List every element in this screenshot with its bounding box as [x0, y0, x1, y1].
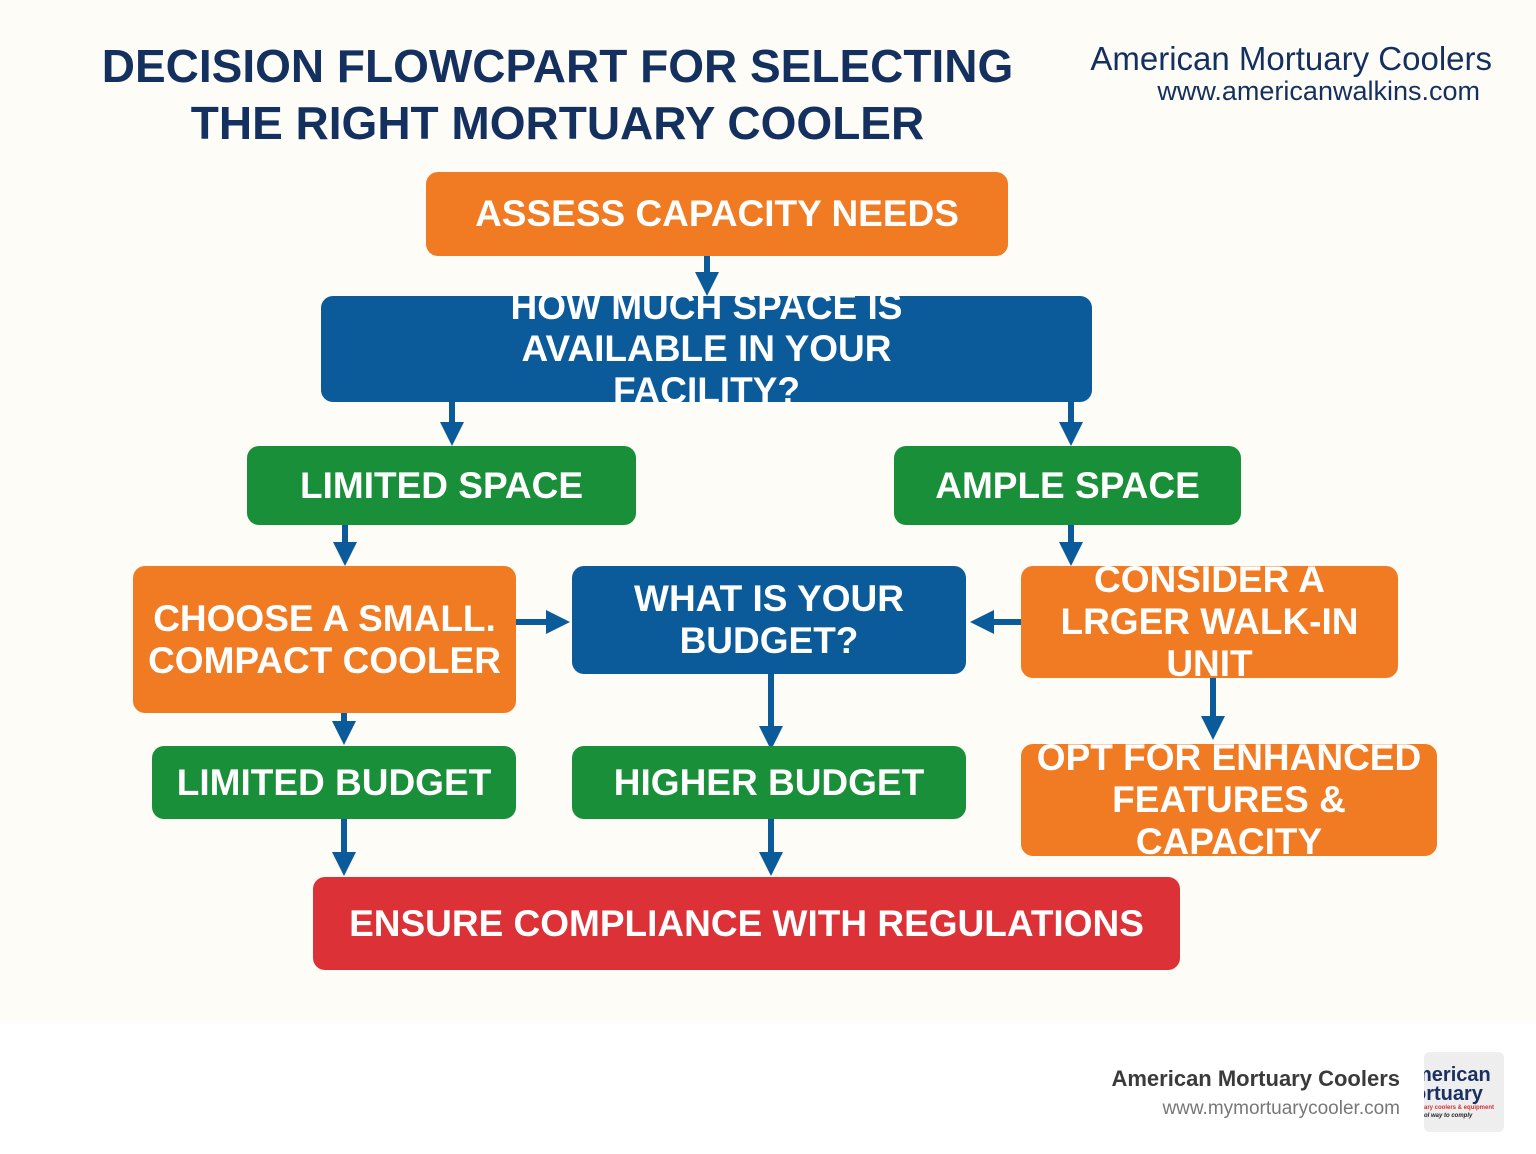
node-limited-budget: LIMITED BUDGET [152, 746, 516, 819]
node-limited-space: LIMITED SPACE [247, 446, 636, 525]
node-walk-in-unit: CONSIDER A LRGER WALK-IN UNIT [1021, 559, 1398, 684]
brand: American Mortuary Coolers www.americanwa… [1090, 40, 1492, 107]
node-budget-question: WHAT IS YOUR BUDGET? [572, 566, 966, 674]
node-space-question: HOW MUCH SPACE IS AVAILABLE IN YOUR FACI… [321, 286, 1092, 411]
node-higher-budget: HIGHER BUDGET [572, 746, 966, 819]
node-assess-capacity: ASSESS CAPACITY NEEDS [426, 172, 1008, 256]
company-logo: mericanortuary ary coolers & equipmentol… [1424, 1052, 1504, 1132]
brand-name: American Mortuary Coolers [1090, 40, 1492, 77]
node-compact-cooler: CHOOSE A SMALL. COMPACT COOLER [133, 566, 516, 713]
connector-arrows [332, 256, 1225, 876]
node-enhanced-features: OPT FOR ENHANCED FEATURES & CAPACITY [1021, 737, 1437, 862]
footer: American Mortuary Coolers www.mymortuary… [0, 1022, 1536, 1154]
footer-company-name: American Mortuary Coolers [1111, 1066, 1400, 1091]
node-ample-space: AMPLE SPACE [894, 446, 1241, 525]
footer-url[interactable]: www.mymortuarycooler.com [1162, 1098, 1400, 1119]
node-compliance: ENSURE COMPLIANCE WITH REGULATIONS [313, 877, 1180, 970]
brand-url: www.americanwalkins.com [1157, 76, 1480, 106]
page-title: DECISION FLOWCPART FOR SELECTING THE RIG… [101, 40, 1014, 149]
